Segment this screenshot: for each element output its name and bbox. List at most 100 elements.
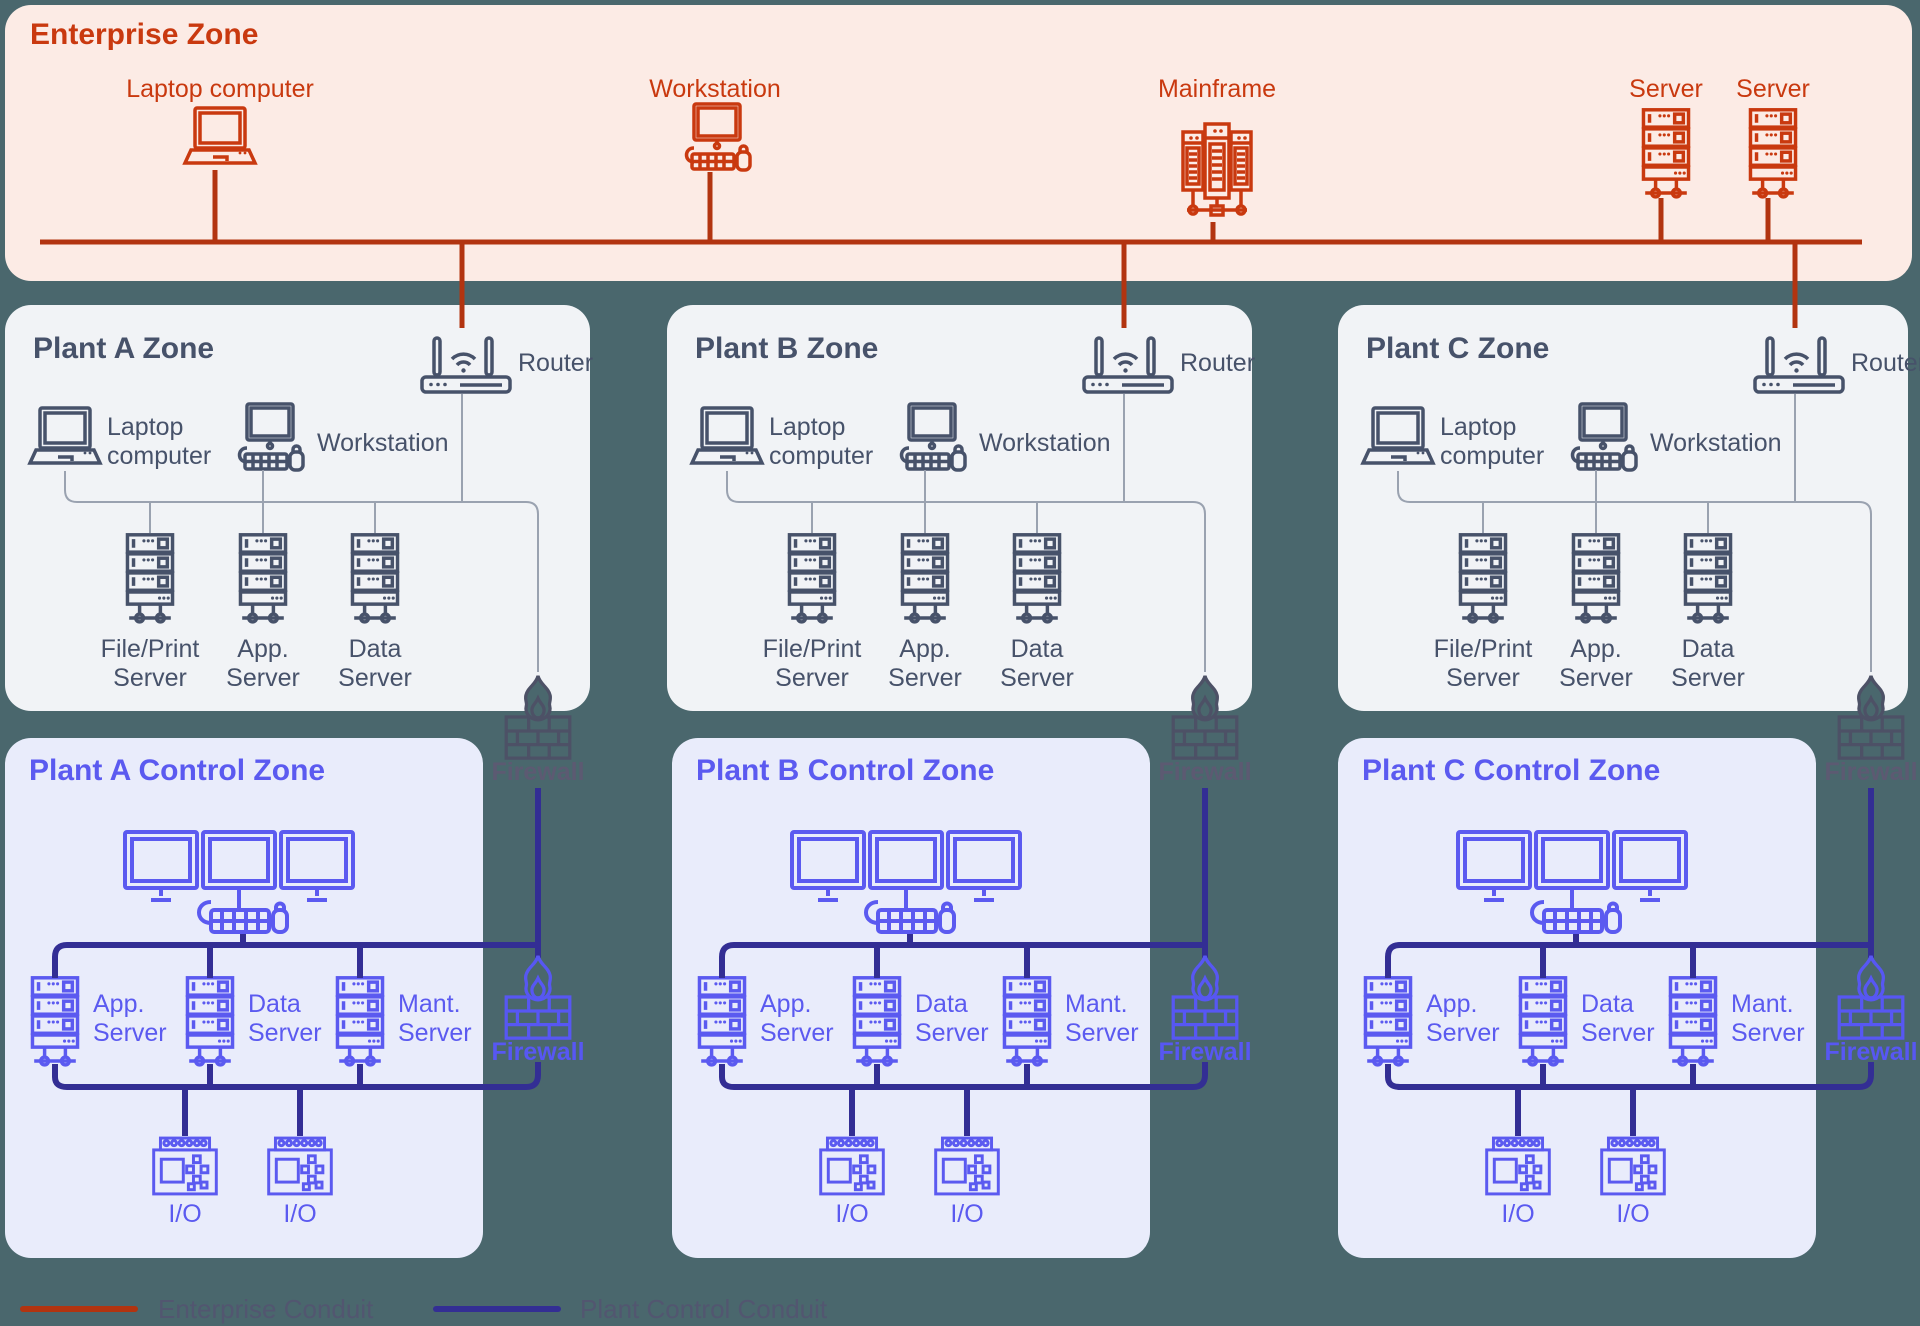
server-label: Server <box>1426 1019 1500 1047</box>
server-icon <box>696 976 748 1068</box>
server-icon <box>1667 976 1719 1068</box>
zone-title: Plant A Zone <box>33 332 215 365</box>
server-icon <box>1682 533 1734 625</box>
plant-b-zone: Plant B Zone Router Laptop computer Work… <box>667 305 1256 711</box>
laptop-label: computer <box>769 442 874 470</box>
server-label: Data <box>1010 635 1064 663</box>
server-label: Server <box>1731 1019 1805 1047</box>
workstation-icon <box>889 402 971 472</box>
router-icon <box>1753 336 1845 394</box>
workstation-label: Workstation <box>979 429 1111 457</box>
router-label: Router <box>1180 349 1256 377</box>
server-label: Mant. <box>1065 990 1128 1018</box>
server-icon <box>1011 533 1063 625</box>
workstation-label: Workstation <box>649 75 781 103</box>
router-icon <box>1082 336 1174 394</box>
router-label: Router <box>1851 349 1920 377</box>
server-label: Server <box>1671 664 1745 692</box>
plant-c-control-zone: Plant C Control Zone App. Server Data Se… <box>1338 738 1816 1258</box>
server-icon <box>1517 976 1569 1068</box>
firewall-icon <box>1837 954 1905 1040</box>
io-icon <box>819 1136 885 1196</box>
workstation-icon <box>674 102 756 172</box>
server-icon <box>1570 533 1622 625</box>
server-label: Server <box>1736 75 1810 103</box>
mainframe-label: Mainframe <box>1157 75 1277 103</box>
workstation-icon <box>227 402 309 472</box>
io-icon <box>1600 1136 1666 1196</box>
router-icon <box>420 336 512 394</box>
server-label: Server <box>760 1019 834 1047</box>
laptop-icon <box>182 106 258 168</box>
zone-title: Plant A Control Zone <box>29 754 326 787</box>
laptop-icon <box>689 406 765 468</box>
workstation-label: Workstation <box>1650 429 1782 457</box>
server-label: Data <box>248 990 301 1018</box>
server-icon <box>29 976 81 1068</box>
io-label: I/O <box>1501 1200 1535 1228</box>
enterprise-zone: Enterprise Zone Laptop computer Workstat… <box>5 5 1912 281</box>
server-icon <box>184 976 236 1068</box>
firewall-icon <box>1171 674 1239 760</box>
router-label: Router <box>518 349 594 377</box>
server-label: Server <box>915 1019 989 1047</box>
server-label: Data <box>915 990 968 1018</box>
legend-plant-label: Plant Control Conduit <box>580 1294 828 1324</box>
zone-title: Plant C Zone <box>1366 332 1550 365</box>
zone-title: Plant C Control Zone <box>1362 754 1661 787</box>
server-label: Server <box>248 1019 322 1047</box>
server-icon <box>124 533 176 625</box>
io-label: I/O <box>835 1200 869 1228</box>
firewall-label: Firewall <box>1824 1038 1918 1066</box>
server-icon <box>899 533 951 625</box>
hmi-icon <box>1456 830 1696 942</box>
firewall-icon <box>1837 674 1905 760</box>
legend-enterprise-swatch <box>20 1306 138 1312</box>
server-label: Server <box>398 1019 472 1047</box>
server-icon <box>1362 976 1414 1068</box>
laptop-icon <box>27 406 103 468</box>
server-label: Server <box>93 1019 167 1047</box>
server-label: Server <box>1581 1019 1655 1047</box>
io-icon <box>267 1136 333 1196</box>
server-icon <box>1457 533 1509 625</box>
plant-a-zone: Plant A Zone Router Laptop computer Work… <box>5 305 594 711</box>
server-icon <box>237 533 289 625</box>
server-label: Data <box>348 635 402 663</box>
laptop-label: computer <box>1440 442 1545 470</box>
io-label: I/O <box>1616 1200 1650 1228</box>
firewall-icon <box>504 674 572 760</box>
server-icon <box>334 976 386 1068</box>
workstation-label: Workstation <box>317 429 449 457</box>
io-icon <box>1485 1136 1551 1196</box>
io-label: I/O <box>950 1200 984 1228</box>
firewall-label: Firewall <box>1158 758 1252 786</box>
server-icon <box>1640 108 1692 200</box>
hmi-icon <box>790 830 1030 942</box>
server-icon <box>786 533 838 625</box>
io-label: I/O <box>283 1200 317 1228</box>
server-label: Server <box>1065 1019 1139 1047</box>
io-label: I/O <box>168 1200 202 1228</box>
firewall-label: Firewall <box>1158 1038 1252 1066</box>
server-label: Server <box>1629 75 1703 103</box>
server-label: App. <box>1426 990 1478 1018</box>
server-label: Data <box>1681 635 1735 663</box>
firewall-icon <box>1171 954 1239 1040</box>
server-icon <box>851 976 903 1068</box>
firewall-label: Firewall <box>1824 758 1918 786</box>
server-label: Mant. <box>1731 990 1794 1018</box>
laptop-label: Laptop <box>769 413 846 441</box>
plant-b-control-zone: Plant B Control Zone App. Server Data Se… <box>672 738 1150 1258</box>
server-label: App. <box>760 990 812 1018</box>
server-icon <box>1747 108 1799 200</box>
laptop-label: Laptop <box>1440 413 1517 441</box>
firewall-label: Firewall <box>491 758 585 786</box>
laptop-label: Laptop computer <box>126 75 314 103</box>
firewall-icon <box>504 954 572 1040</box>
server-icon <box>349 533 401 625</box>
server-icon <box>1001 976 1053 1068</box>
laptop-icon <box>1360 406 1436 468</box>
plant-c-zone: Plant C Zone Router Laptop computer Work… <box>1338 305 1920 711</box>
io-icon <box>934 1136 1000 1196</box>
